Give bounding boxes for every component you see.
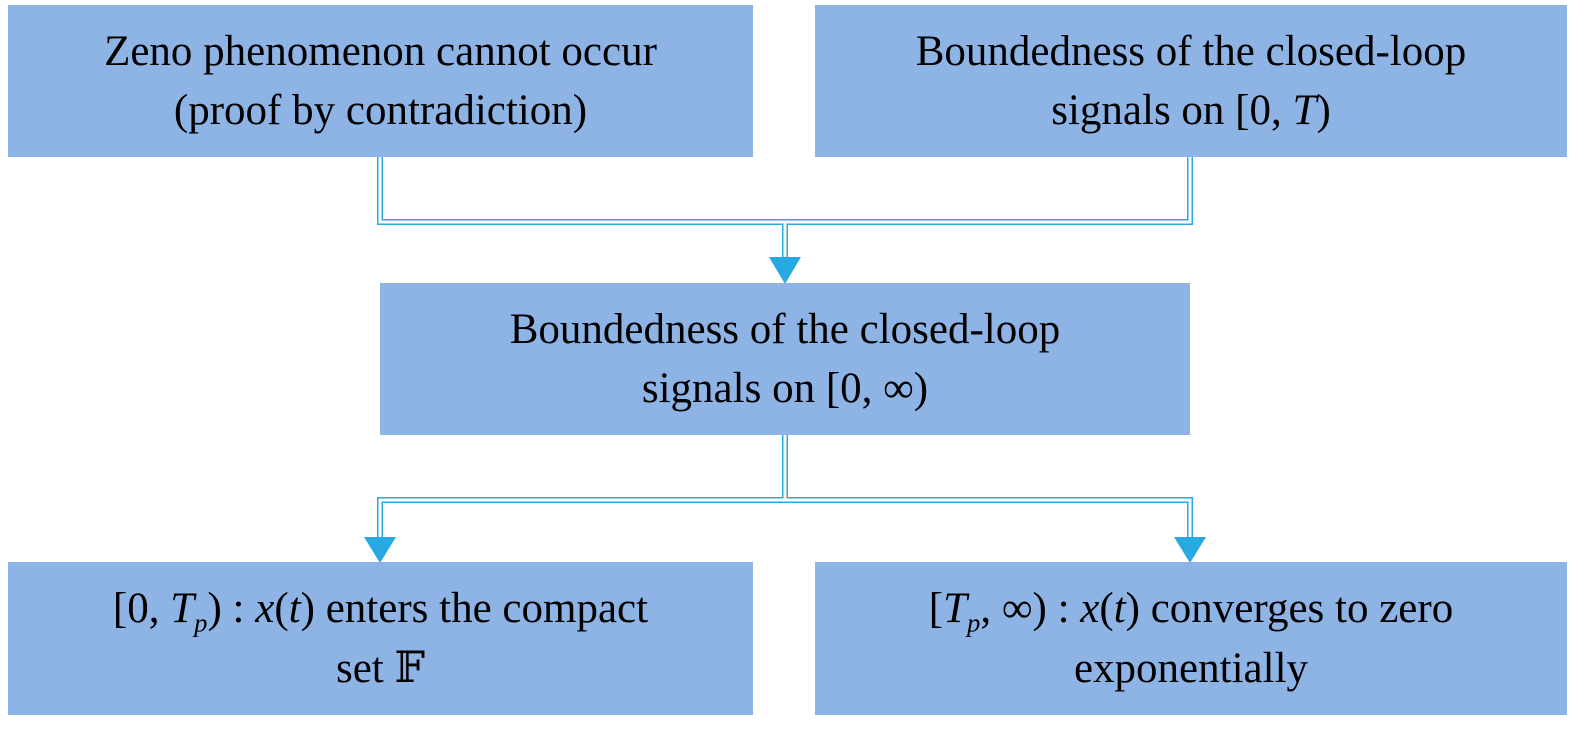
box-line: Zeno phenomenon cannot occur [104,27,657,75]
box-exponential-convergence: [Tp, ∞) : x(t) converges to zero exponen… [815,562,1567,715]
box-line: signals on [0, ∞) [641,365,929,412]
box-line: [0, Tp) : x(t) enters the compact [112,585,649,638]
box-line: Boundedness of the closed-loop [509,305,1061,353]
box-line: (proof by contradiction) [173,87,588,134]
split-connector-inner [378,430,1192,540]
box-line: exponentially [1073,644,1309,692]
box-boundedness-0T: Boundedness of the closed-loop signals o… [815,5,1567,157]
merge-connector-inner [378,150,1192,261]
box-line: set 𝔽 [335,644,426,692]
box-zeno-phenomenon: Zeno phenomenon cannot occur (proof by c… [8,5,753,157]
arrow-down-icon [769,257,801,284]
box-line: signals on [0, T) [1051,87,1331,134]
box-boundedness-0-infinity: Boundedness of the closed-loop signals o… [380,283,1190,435]
box-compact-set: [0, Tp) : x(t) enters the compact set 𝔽 [8,562,753,715]
arrow-down-icon [1174,537,1206,563]
arrow-down-icon [364,537,396,563]
box-line: Boundedness of the closed-loop [915,27,1467,75]
box-line: [Tp, ∞) : x(t) converges to zero [928,585,1454,638]
